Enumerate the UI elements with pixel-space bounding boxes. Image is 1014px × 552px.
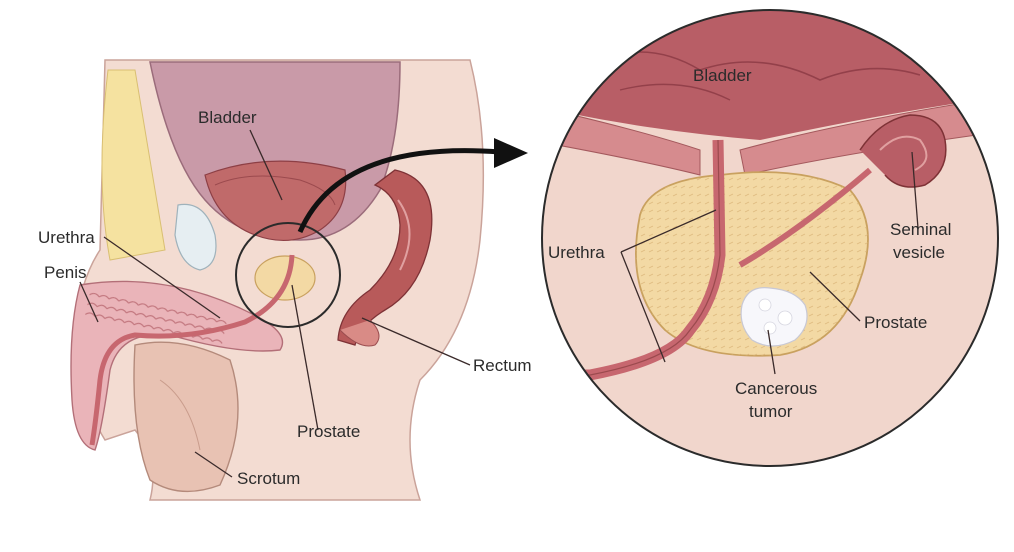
inset-label-seminal-line1: Seminal: [890, 220, 951, 239]
label-rectum: Rectum: [473, 356, 532, 375]
bladder-inner: [204, 160, 347, 242]
label-urethra: Urethra: [38, 228, 95, 247]
label-prostate: Prostate: [297, 422, 360, 441]
inset-label-prostate: Prostate: [864, 313, 927, 332]
inset-view: [541, 9, 999, 467]
label-penis: Penis: [44, 263, 87, 282]
label-scrotum: Scrotum: [237, 469, 300, 488]
scrotum: [133, 341, 239, 493]
inset-tumor: [740, 287, 808, 347]
inset-label-tumor-line1: Cancerous: [735, 379, 817, 398]
rectum: [337, 169, 433, 346]
zoom-circle: [235, 222, 341, 328]
leader-lines: [79, 129, 919, 478]
label-bladder: Bladder: [198, 108, 257, 127]
urethra-left: [89, 254, 295, 446]
inset-label-urethra: Urethra: [548, 243, 605, 262]
inset-label-bladder: Bladder: [693, 66, 752, 85]
fat-layer: [101, 69, 166, 261]
sagittal-view: [70, 59, 528, 501]
inset-seminal-vesicle: [859, 114, 947, 188]
zoom-arrow: [297, 148, 501, 233]
pubic-bone: [174, 203, 217, 271]
inset-label-seminal-line2: vesicle: [893, 243, 945, 262]
inset-border: [541, 9, 999, 467]
inset-label-tumor-line2: tumor: [749, 402, 793, 421]
